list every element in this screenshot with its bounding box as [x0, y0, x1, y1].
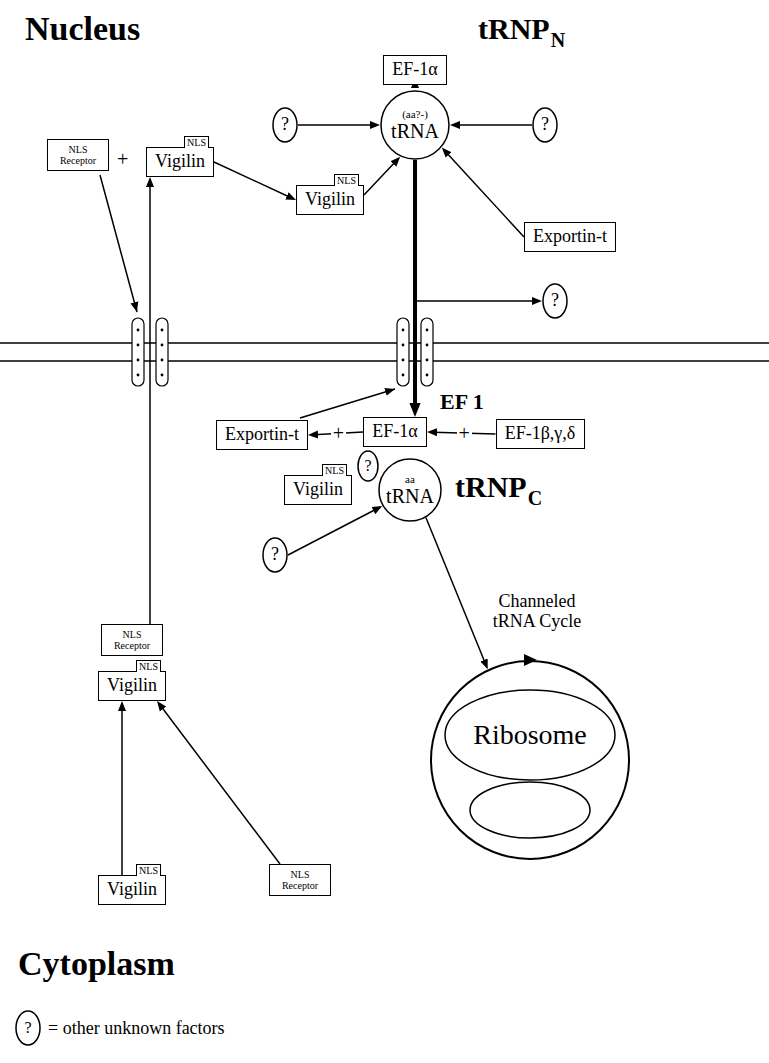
- trna-circle: (aa?-)tRNA: [380, 90, 450, 160]
- unknown-factor: ?: [532, 107, 558, 143]
- node-text: Vigilin: [293, 480, 343, 500]
- legend-symbol: ?: [24, 1019, 31, 1037]
- node-text: aa: [405, 473, 415, 485]
- node-text: Ribosome: [473, 720, 587, 751]
- vigilin-box: NLSVigilin: [284, 475, 352, 505]
- receptor-box: NLS Receptor: [47, 139, 109, 171]
- node-text: EF-1β,γ,δ: [505, 424, 576, 444]
- connector-arrow: [214, 162, 291, 197]
- node-text: Vigilin: [107, 676, 157, 696]
- connector-arrow: [456, 124, 532, 126]
- nls-tag: NLS: [334, 174, 359, 186]
- node-text: ?: [281, 115, 289, 135]
- node-text: NLS Receptor: [278, 869, 322, 891]
- node-text: EF-1α: [392, 60, 437, 80]
- node-text: NLS Receptor: [56, 144, 100, 166]
- node-outline: [430, 660, 630, 860]
- nuclear-membrane: [0, 360, 769, 362]
- connector-arrow: [161, 706, 280, 864]
- vigilin-box: NLSVigilin: [98, 875, 166, 905]
- node-text: ?: [271, 545, 279, 565]
- receptor-box: NLS Receptor: [101, 624, 163, 656]
- vigilin-box: NLSVigilin: [146, 147, 214, 177]
- legend-item: = other unknown factors: [48, 1016, 225, 1040]
- connector-arrow: [288, 509, 377, 555]
- node-text: Exportin-t: [225, 425, 299, 445]
- nuclear-membrane: [0, 342, 769, 344]
- node-text: Vigilin: [107, 880, 157, 900]
- import-arrow: [100, 175, 137, 312]
- exportin-box: Exportin-t: [524, 222, 616, 252]
- vigilin-box: NLSVigilin: [98, 671, 166, 701]
- unknown-factor: ?: [262, 537, 288, 573]
- node-text: Vigilin: [155, 152, 205, 172]
- unknown-factor: ?: [542, 283, 568, 319]
- nuclear-pore: [132, 318, 433, 386]
- node-text: Vigilin: [305, 190, 355, 210]
- legend-text: = other unknown factors: [48, 1018, 225, 1039]
- complex-label: tRNP: [478, 12, 550, 45]
- node-text: tRNA: [391, 120, 439, 142]
- trna-circle: aatRNA: [378, 458, 442, 522]
- node-text: (aa?-): [402, 108, 428, 120]
- subscript: C: [528, 487, 542, 509]
- exportin-box: Exportin-t: [216, 420, 308, 450]
- connector-arrow: [415, 160, 536, 301]
- node-text: NLS Receptor: [110, 629, 154, 651]
- receptor-box: NLS Receptor: [269, 864, 331, 896]
- edge-label: +: [457, 423, 472, 443]
- nls-tag: NLS: [322, 464, 347, 476]
- node-text: Exportin-t: [533, 227, 607, 247]
- legend-swatch: [16, 1011, 40, 1045]
- connector-arrow: [413, 160, 417, 411]
- cycle-label: Channeled tRNA Cycle: [482, 592, 592, 632]
- vigilin-box: NLSVigilin: [296, 185, 364, 215]
- region-label: Nucleus: [25, 10, 140, 47]
- nls-tag: NLS: [184, 136, 209, 148]
- connector-arrow: [149, 183, 151, 624]
- unknown-factor: ?: [272, 107, 298, 143]
- node-text: ?: [551, 291, 559, 311]
- connector-arrow: [298, 124, 374, 126]
- connector-arrow: [446, 152, 524, 237]
- pore-dots: [137, 329, 429, 377]
- node-text: ?: [541, 115, 549, 135]
- nls-tag: NLS: [136, 864, 161, 876]
- node-text: tRNA: [386, 485, 434, 507]
- factor-box: EF-1β,γ,δ: [496, 419, 585, 449]
- plus-sign: +: [117, 148, 128, 170]
- connector-arrow: [121, 707, 123, 875]
- ribosome: Ribosome: [430, 660, 630, 860]
- factor-box: EF-1α: [363, 417, 427, 447]
- connector-arrow: [426, 518, 485, 664]
- subscript: N: [551, 29, 565, 51]
- connector-arrow: [364, 161, 396, 195]
- recycle-arrow: [300, 389, 395, 418]
- nls-tag: NLS: [136, 660, 161, 672]
- unknown-factor: ?: [357, 450, 379, 482]
- node-text: ?: [364, 457, 371, 475]
- complex-label: EF 1: [440, 390, 484, 414]
- factor-box: EF-1α: [383, 55, 447, 85]
- complex-label: tRNP: [455, 470, 527, 503]
- node-text: EF-1α: [372, 422, 417, 442]
- edge-label: +: [331, 423, 346, 443]
- region-label: Cytoplasm: [18, 945, 175, 982]
